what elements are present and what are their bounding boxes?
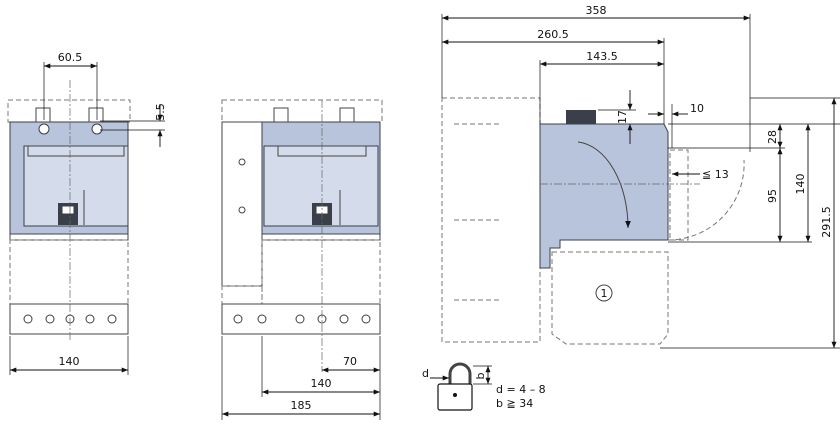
front-view: 60.5 5.5 140 [7, 51, 167, 375]
dim-140-accessory-label: 140 [311, 377, 332, 390]
dim-358-label: 358 [586, 4, 607, 17]
dim-28-label: 28 [766, 130, 779, 144]
front-top-terminals [35, 107, 104, 135]
dim-95-label: 95 [766, 189, 779, 203]
side-view: 1 358 260.5 143.5 17 10 ≦ 13 [441, 4, 840, 349]
front-lower-cover-outline [9, 239, 129, 305]
accessory-side-module [221, 121, 263, 287]
front-bottom-terminals-block [9, 303, 129, 335]
side-breaker-body [539, 123, 669, 269]
accessory-bottom-terminals [233, 314, 371, 324]
dim-143-5-label: 143.5 [586, 50, 618, 63]
front-lower-rail [9, 233, 129, 241]
side-top-cap [566, 110, 596, 124]
side-lower-outline [551, 251, 669, 345]
accessory-top-cover-outline [221, 99, 383, 123]
dim-13-label: ≦ 13 [702, 168, 729, 181]
front-view-accessory: 70 140 185 [221, 99, 383, 420]
padlock-b-min: b ≧ 34 [496, 397, 533, 410]
dim-140-side-label: 140 [794, 174, 807, 195]
callout-1-circle [595, 284, 613, 302]
callout-1-label: 1 [601, 287, 608, 300]
front-top-cover-outline [7, 99, 131, 123]
dim-291-5-label: 291.5 [820, 206, 833, 238]
dim-260-5-label: 260.5 [537, 28, 569, 41]
padlock-shackle [448, 362, 472, 386]
padlock-b-label: b [474, 372, 487, 379]
accessory-bottom-block [221, 303, 381, 335]
dim-60-5-label: 60.5 [58, 51, 83, 64]
dim-185-label: 185 [291, 399, 312, 412]
padlock-d-label: d [422, 367, 429, 380]
dim-70-label: 70 [343, 355, 357, 368]
front-operating-handle [58, 190, 85, 225]
dim-17-label: 17 [616, 110, 629, 124]
padlock-detail: d b d = 4 – 8 b ≧ 34 [422, 362, 546, 411]
side-handle-swing-arc [667, 159, 745, 241]
dim-10-label: 10 [690, 102, 704, 115]
padlock-d-range: d = 4 – 8 [496, 383, 546, 396]
front-label-strip [27, 145, 125, 157]
front-bottom-terminals [23, 314, 117, 324]
dim-5-5-label: 5.5 [154, 103, 167, 121]
dim-140-front-label: 140 [59, 355, 80, 368]
